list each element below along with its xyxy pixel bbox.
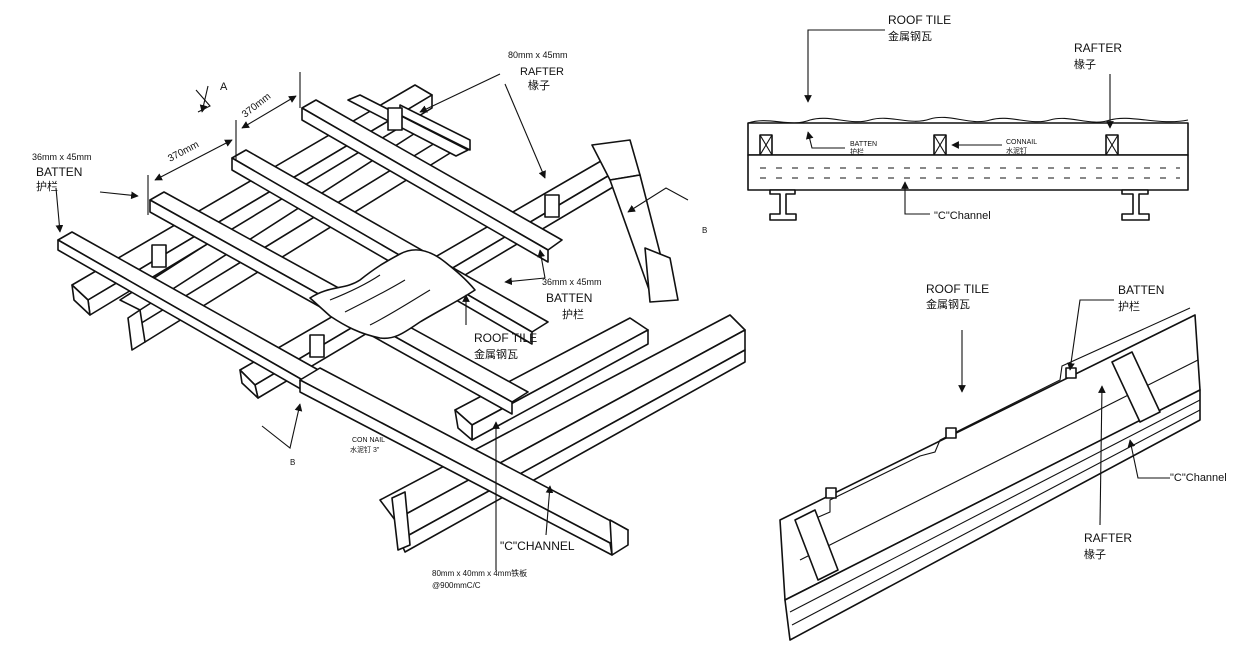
section-connail-cn-label: 水泥钉 [1006,146,1027,155]
rafter-cn-label: 椽子 [528,79,550,92]
slope-view [779,299,1201,641]
rafter-label: RAFTER [520,66,564,78]
batten-label: BATTEN [36,165,82,179]
con-nail-label: CON NAIL [352,437,385,444]
section-connail-label: CONNAIL [1006,139,1037,146]
channel-spacing-label: @900mmC/C [432,581,481,590]
section-roof-tile-label: ROOF TILE [888,13,951,27]
batten-label-2: BATTEN [546,291,592,305]
batten-cn-label: 护栏 [36,179,58,193]
section-roof-tile-cn-label: 金属钢瓦 [888,29,932,43]
batten-cn-label-2: 护栏 [562,307,584,321]
section-labels: ROOF TILE 金属钢瓦 RAFTER 椽子 BATTEN 护栏 CONNA… [850,13,1122,222]
slope-batten-label: BATTEN [1118,283,1164,297]
isometric-view [55,72,746,570]
section-view [747,29,1189,221]
c-channel-beam [119,119,746,553]
brackets [151,107,560,358]
roof-tile-label: ROOF TILE [474,331,537,345]
slope-roof-tile-cn-label: 金属钢瓦 [926,297,970,311]
dimension-370-a: 370mm [166,139,201,164]
isometric-labels: 80mm x 45mm RAFTER 椽子 A 370mm 370mm 36mm… [32,50,707,590]
section-batten-cn-label: 护栏 [850,147,864,156]
section-b-label-right: B [702,226,707,235]
slope-batten-cn-label: 护栏 [1118,299,1140,313]
c-channel-lower [299,367,629,556]
roof-tile-piece [309,249,476,340]
section-rafter-cn-label: 椽子 [1074,58,1096,71]
section-batten-label: BATTEN [850,141,877,148]
slope-labels: ROOF TILE 金属钢瓦 BATTEN 护栏 "C"Channel RAFT… [926,282,1227,561]
slope-c-channel-label: "C"Channel [1170,472,1227,484]
section-rafter-label: RAFTER [1074,41,1122,55]
dimension-370-b: 370mm [240,91,273,120]
batten-size-label: 36mm x 45mm [32,152,92,162]
batten-size-label-2: 36mm x 45mm [542,277,602,287]
channel-spec-label: 80mm x 40mm x 4mm铁板 [432,568,527,578]
slope-rafter-cn-label: 椽子 [1084,548,1106,561]
section-a-label: A [220,81,228,93]
slope-rafter-label: RAFTER [1084,531,1132,545]
roof-tile-cn-label: 金属钢瓦 [474,347,518,361]
rafter-size-label: 80mm x 45mm [508,50,568,60]
section-c-channel-label: "C"Channel [934,210,991,222]
section-b-label-left: B [290,458,295,467]
con-nail-cn-label: 水泥钉 3" [350,445,380,454]
c-channel-label: "C"CHANNEL [500,539,575,553]
slope-roof-tile-label: ROOF TILE [926,282,989,296]
